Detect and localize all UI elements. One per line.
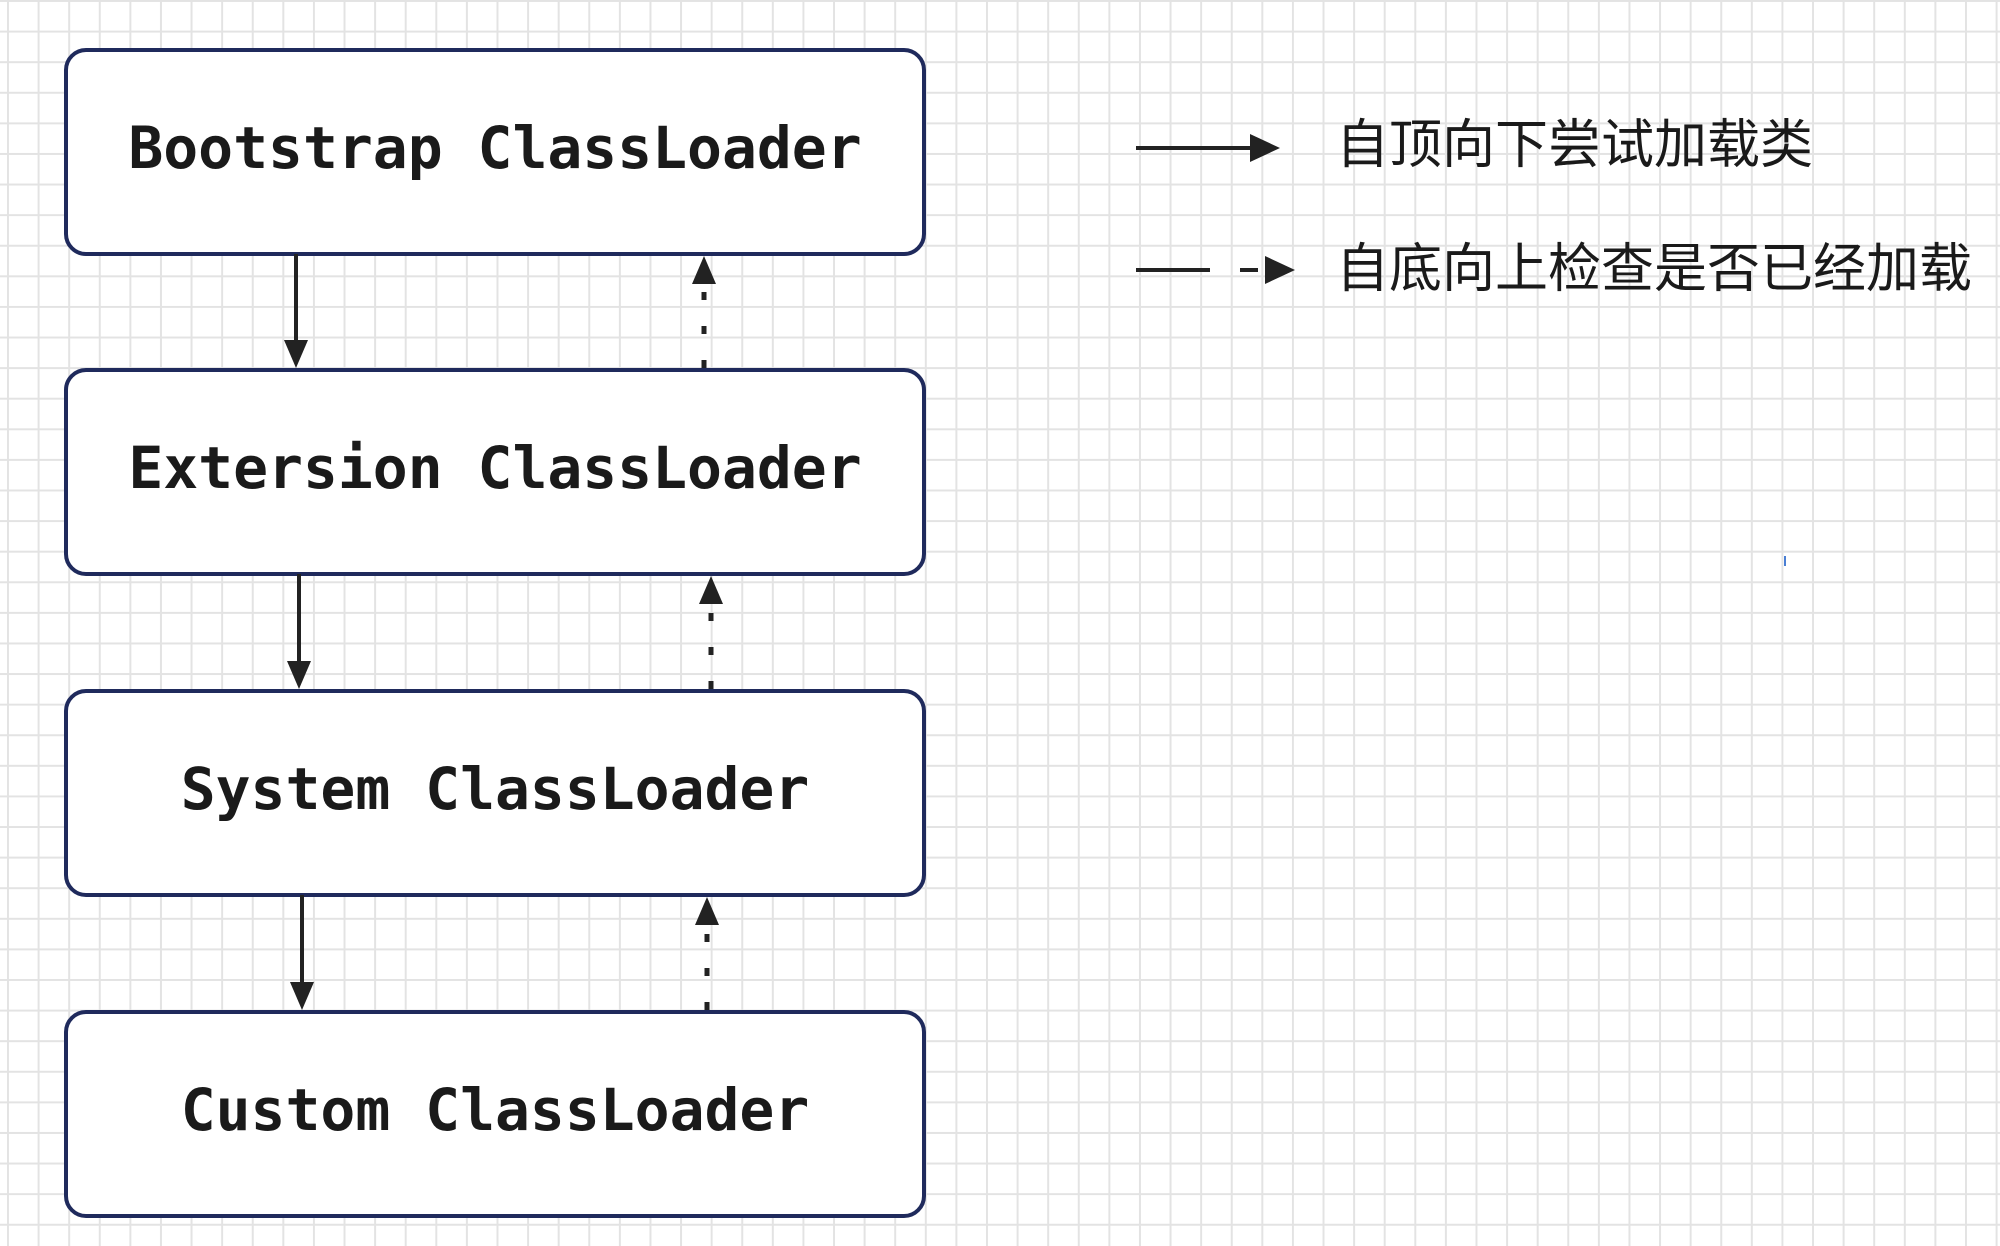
- solid-arrow-bootstrap-to-extension: [284, 254, 308, 368]
- custom-classloader-node: Custom ClassLoader: [64, 1010, 926, 1218]
- dashed-arrow-system-to-extension: [699, 576, 723, 689]
- legend-solid-arrow-icon: [1136, 134, 1280, 162]
- legend-dashed-arrow-icon: [1136, 256, 1295, 284]
- custom-classloader-label: Custom ClassLoader: [181, 1076, 810, 1144]
- extension-classloader-node: Extersion ClassLoader: [64, 368, 926, 576]
- system-classloader-label: System ClassLoader: [181, 755, 810, 823]
- stray-mark: [1784, 556, 1786, 566]
- bootstrap-classloader-label: Bootstrap ClassLoader: [128, 114, 861, 182]
- dashed-arrow-extension-to-bootstrap: [692, 256, 716, 368]
- bootstrap-classloader-node: Bootstrap ClassLoader: [64, 48, 926, 256]
- solid-arrow-system-to-custom: [290, 895, 314, 1010]
- extension-classloader-label: Extersion ClassLoader: [128, 434, 861, 502]
- legend-dashed-label: 自底向上检查是否已经加载: [1336, 239, 1972, 300]
- solid-arrow-extension-to-system: [287, 574, 311, 689]
- legend-solid-label: 自顶向下尝试加载类: [1336, 115, 1813, 176]
- legend: 自顶向下尝试加载类 自底向上检查是否已经加载: [1136, 115, 1972, 300]
- dashed-arrow-custom-to-system: [695, 897, 719, 1010]
- system-classloader-node: System ClassLoader: [64, 689, 926, 897]
